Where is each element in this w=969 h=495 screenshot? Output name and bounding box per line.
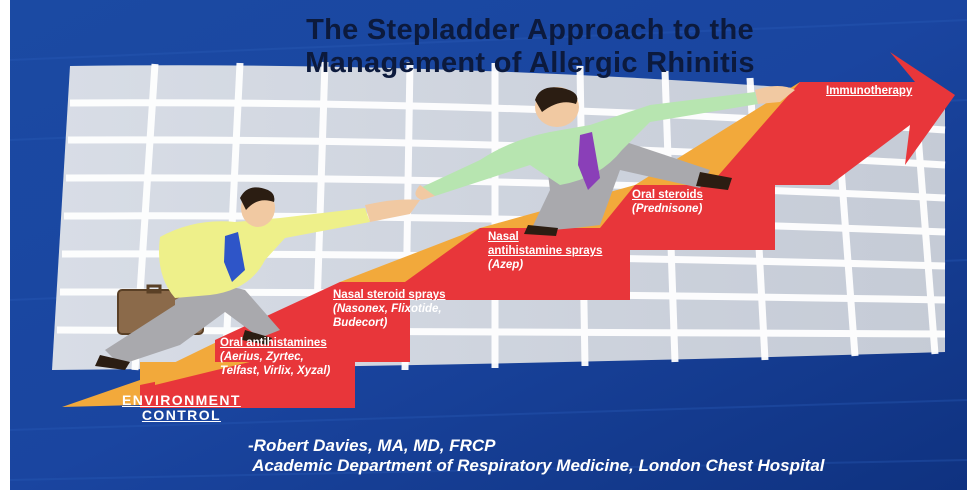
citation: -Robert Davies, MA, MD, FRCP Academic De… [248,436,825,476]
step-oral-steroids: Oral steroids (Prednisone) [632,188,703,216]
step-label-line-2: CONTROL [141,407,221,423]
step-detail-line-2: Budecort) [333,317,388,329]
step-nasal-steroid-sprays: Nasal steroid sprays (Nasonex, Flixotide… [333,288,446,330]
title-line-2: Management of Allergic Rhinitis [305,47,755,79]
lower-businessman [95,187,420,370]
step-oral-antihistamines: Oral antihistamines (Aerius, Zyrtec, Tel… [220,336,330,378]
title-line-1: The Stepladder Approach to the [306,14,754,46]
upper-businessman [415,86,795,236]
step-label-line-2: antihistamine sprays [488,245,603,257]
stepladder-illustration [52,52,955,408]
slide: The Stepladder Approach to the Managemen… [10,0,967,490]
step-detail-line-1: (Prednisone) [632,203,703,215]
step-environment-control: ENVIRONMENT CONTROL [122,393,241,423]
step-detail-line-1: (Nasonex, Flixotide, [333,303,442,315]
step-immunotherapy: Immunotherapy [826,84,912,98]
step-detail-line-2: Telfast, Virlix, Xyzal) [220,365,331,377]
step-label: ENVIRONMENT [122,392,241,408]
step-label: Oral steroids [632,189,703,201]
step-label: Oral antihistamines [220,337,327,349]
step-label: Immunotherapy [826,85,913,97]
step-label: Nasal steroid sprays [333,289,446,301]
step-detail-line-1: (Aerius, Zyrtec, [220,351,304,363]
step-label: Nasal [488,231,519,243]
citation-author: -Robert Davies, MA, MD, FRCP [248,436,496,455]
step-nasal-antihistamine-sprays: Nasal antihistamine sprays (Azep) [488,230,602,272]
citation-affiliation: Academic Department of Respiratory Medic… [248,456,825,475]
step-detail-line-1: (Azep) [488,259,524,271]
